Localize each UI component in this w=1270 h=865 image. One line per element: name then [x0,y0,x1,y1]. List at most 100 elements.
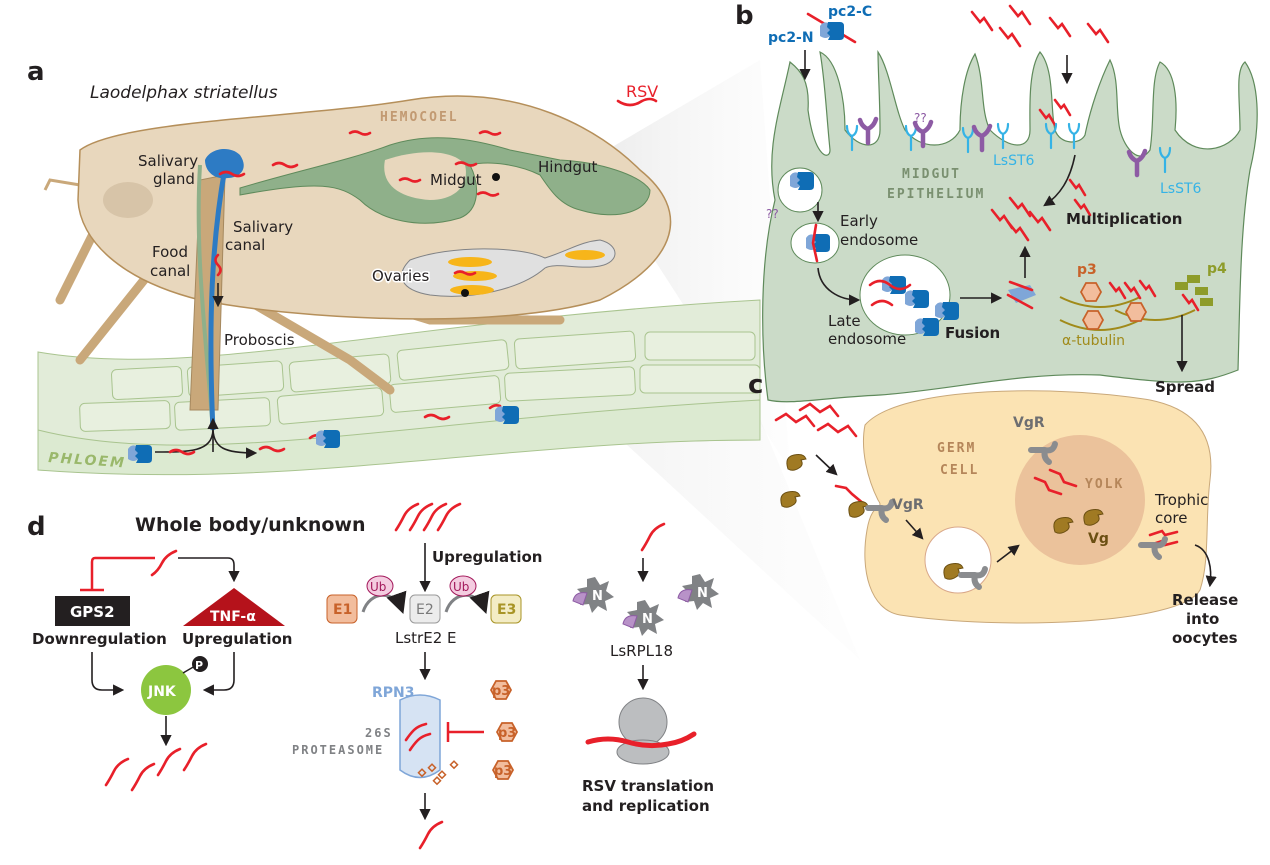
jnk-label: JNK [147,684,177,700]
n-label-b: N [642,612,653,627]
rsv-input-right [640,522,666,552]
multiplication-label: Multiplication [1066,210,1182,228]
vg-protein [786,454,807,471]
lsst6-label-1: LsST6 [993,153,1035,169]
antenna [43,178,81,191]
downregulation-label: Downregulation [32,630,167,648]
proteasome-label-2: PROTEASOME [292,743,384,757]
rsv-multiplication [990,178,1092,242]
peptide-fragments [417,760,459,786]
release-arrow [1194,544,1217,588]
unknown-receptor [860,119,876,143]
e2-label: E2 [416,602,434,618]
pc2-c-label: pc2-C [828,4,872,20]
e3-box [490,594,522,624]
e3-label: E3 [497,602,516,618]
tissue-label-2: EPITHELIUM [887,187,985,202]
phloem-label: PHLOEM [48,450,127,471]
rsv-mrna [585,731,697,749]
spread-label: Spread [1155,378,1215,396]
gps2-box [55,596,130,626]
p3-label-b: p3 [498,726,516,741]
alpha-tubulin [1059,309,1196,331]
panel-a: a Laodelphax striatellus PH [27,57,860,660]
e2-box [409,594,441,624]
early-endosome-label-2: endosome [840,231,918,249]
lsrpl18-label: LsRPL18 [610,642,673,660]
panel-c: c GERM CELL YOLK VgR VgR Vg [748,370,1238,647]
salivary-gland-label-1: Salivary [138,152,198,170]
midgut-point [492,173,500,181]
n-label-c: N [697,586,708,601]
food-canal-label-2: canal [150,262,190,280]
pc2-n-label: pc2-N [768,30,814,46]
tnf-triangle [183,588,285,626]
trophic-label-2: core [1155,509,1188,527]
ovaries [401,239,616,297]
yolk-label: YOLK [1085,477,1124,492]
phospho-icon [192,656,208,672]
salivary-gland [205,148,244,179]
rsv-input-mid [394,502,462,532]
rsv-legend-label: RSV [626,82,658,101]
ubiquitin-icon [449,575,477,597]
n-label-a: N [592,589,603,604]
rsv-translation-label-1: RSV translation [582,777,714,795]
upregulation-label-mid: Upregulation [432,548,542,566]
panel-letter-b: b [735,1,754,31]
panel-d-title: Whole body/unknown [135,514,365,536]
alpha-tubulin-label: α-tubulin [1062,333,1125,349]
p3-label-c: p3 [494,764,512,779]
rsv-output-proteasome [418,820,444,850]
unknown-receptor-label-1: ?? [914,111,927,125]
ovaries-label: Ovaries [372,267,429,285]
proboscis-label: Proboscis [224,331,295,349]
salivary-canal [208,167,228,431]
ubiquitin-icon [366,575,394,597]
midgut-label: Midgut [430,171,482,189]
late-endosome-label-1: Late [828,312,861,330]
p4-tubules [1175,275,1213,306]
virion-phloem-3 [495,406,519,424]
rsv-particles-a [128,97,658,456]
gps2-label: GPS2 [70,603,115,621]
pc2-virion [820,22,844,40]
vg-protein [780,491,801,508]
release-label-3: oocytes [1172,629,1238,647]
p3-label-b: p3 [1077,262,1097,278]
p4-label: p4 [1207,261,1227,277]
salivary-canal-label-1: Salivary [233,218,293,236]
n-protein-cluster [572,574,719,636]
lstre2-label: LstrE2 E [395,629,457,647]
food-canal-label-1: Food [152,243,188,261]
germ-label-1: GERM [937,441,976,456]
ub-label-1: Ub [370,580,386,594]
ovary-point [461,289,469,297]
panel-b: b MIDGUT EPITHELIUM pc2-C pc2-N [735,1,1258,403]
lsst6-label-2: LsST6 [1160,181,1202,197]
rsv-translation-label-2: and replication [582,797,710,815]
vesicle [924,526,992,594]
ub-label-2: Ub [453,580,469,594]
panel-letter-a: a [27,57,45,87]
vgr-label-2: VgR [1013,415,1045,431]
hindgut-label: Hindgut [538,158,598,176]
release-label-1: Release [1172,591,1238,609]
upregulation-label-left: Upregulation [182,630,292,648]
hemocoel-label: HEMOCOEL [380,110,459,125]
virion-phloem-1 [128,445,152,463]
phospho-label: P [195,659,203,672]
rsv-particles-b-top [970,4,1110,127]
e1-box [326,594,358,624]
virion-phloem-2 [316,430,340,448]
rpn3-label: RPN3 [372,685,415,701]
jnk-node [141,665,191,715]
inhibit-proteasome [446,722,484,742]
species-name: Laodelphax striatellus [90,83,278,103]
proteasome-label-1: 26S [365,726,393,740]
ribosome [616,697,670,765]
vg-label: Vg [1088,531,1109,547]
early-endosome-label-1: Early [840,212,878,230]
panel-d: d Whole body/unknown GPS2 TNF-α Downregu… [27,502,719,850]
